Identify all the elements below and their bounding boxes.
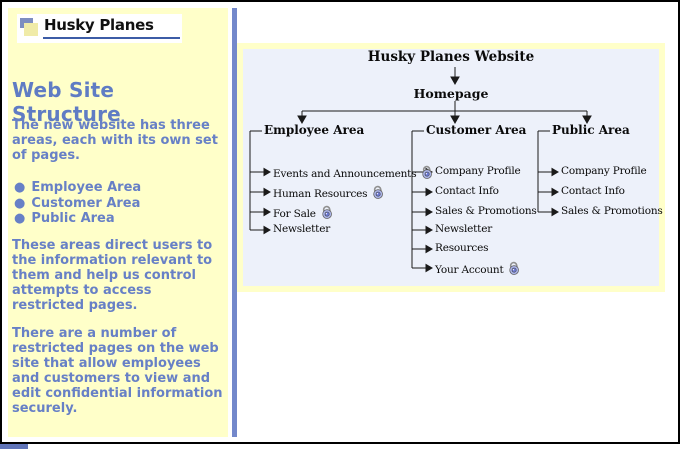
page-title: Web Site Structure [12, 78, 121, 126]
tree-node: Your Account [435, 261, 522, 278]
diagram-canvas [243, 49, 659, 286]
lock-icon [370, 184, 388, 204]
logo-underline [43, 37, 180, 39]
site-structure-diagram: Husky Planes Website Homepage Employee A… [237, 43, 665, 292]
tree-node: Resources [435, 242, 488, 254]
node-label: For Sale [273, 207, 316, 220]
list-item: ● Customer Area [12, 196, 226, 212]
node-label: Human Resources [273, 187, 368, 200]
tree-node: Company Profile [561, 165, 647, 177]
bullet-icon: ● [14, 195, 26, 211]
node-employee-area: Employee Area [264, 123, 365, 137]
tree-node: Sales & Promotions [561, 205, 663, 217]
sidebar: Husky Planes Web Site Structure The new … [8, 8, 228, 437]
tree-node: Newsletter [435, 223, 492, 235]
node-label: Events and Announcements [273, 167, 417, 180]
tree-node: Sales & Promotions [435, 205, 537, 217]
tree-node: Company Profile [435, 165, 521, 177]
bottom-left-blue-fragment [0, 444, 28, 449]
node-homepage: Homepage [413, 86, 489, 101]
vertical-divider [232, 8, 237, 437]
logo-yellow-square-icon [24, 23, 38, 36]
restricted-paragraph: There are a number of restricted pages o… [12, 326, 223, 416]
node-label: Newsletter [435, 223, 493, 235]
tree-node: Events and Announcements [273, 165, 435, 182]
bullet-label: Employee Area [31, 180, 142, 195]
node-label: Newsletter [273, 223, 331, 235]
diagram-connectors [249, 67, 592, 273]
bullet-label: Public Area [31, 211, 115, 226]
node-label: Company Profile [435, 165, 521, 177]
bullet-label: Customer Area [31, 195, 141, 211]
intro-paragraph: The new website has three areas, each wi… [12, 118, 218, 163]
node-label: Sales & Promotions [561, 205, 663, 217]
logo-title: Husky Planes [44, 16, 154, 34]
diagram-title: Husky Planes Website [367, 49, 535, 65]
node-label: Company Profile [561, 165, 647, 177]
node-label: Your Account [435, 263, 504, 276]
list-item: ● Employee Area [12, 180, 226, 196]
bullet-icon: ● [14, 180, 26, 195]
site-logo[interactable]: Husky Planes [17, 14, 182, 43]
node-label: Sales & Promotions [435, 205, 537, 217]
node-label: Contact Info [561, 185, 625, 197]
tree-node: For Sale [273, 205, 335, 222]
node-customer-area: Customer Area [426, 123, 527, 137]
tree-node: Human Resources [273, 185, 386, 202]
list-item: ● Public Area [12, 211, 226, 227]
tree-node: Newsletter [273, 223, 330, 235]
lock-icon [506, 260, 524, 280]
tree-node: Contact Info [561, 185, 625, 197]
lock-icon [419, 164, 437, 184]
lock-icon [318, 204, 336, 224]
node-public-area: Public Area [552, 123, 630, 137]
node-label: Contact Info [435, 185, 499, 197]
bullet-icon: ● [14, 211, 26, 226]
area-bullet-list: ● Employee Area ● Customer Area ● Public Ar… [12, 180, 226, 227]
node-label: Resources [435, 242, 489, 254]
areas-paragraph: These areas direct users to the informat… [12, 238, 213, 313]
tree-node: Contact Info [435, 185, 499, 197]
